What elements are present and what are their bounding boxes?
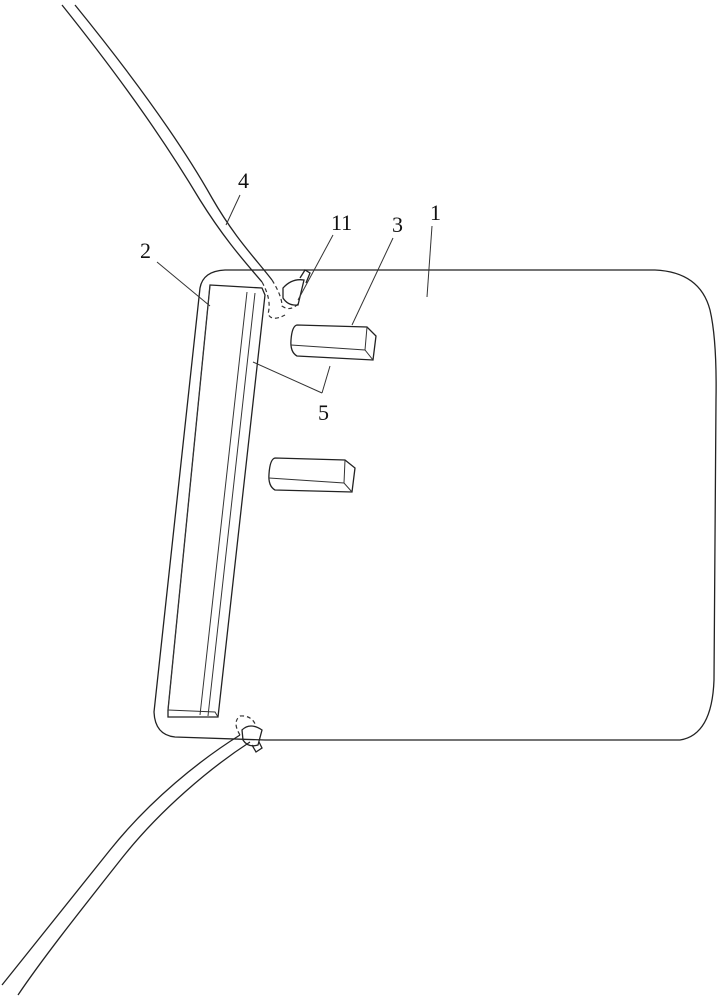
label-body: 1 [430,200,441,225]
label-clip: 11 [331,210,352,235]
rail [167,284,266,718]
label-gap: 5 [318,400,329,425]
block-top [290,324,377,361]
clip-bottom [241,725,263,753]
label-block: 3 [392,212,403,237]
label-cable: 4 [238,168,249,193]
clip-top [282,269,311,306]
label-rail: 2 [140,238,151,263]
leader-lines [156,194,433,394]
cable-top [61,4,299,319]
body-outline [153,269,717,741]
cable-bottom [1,715,257,996]
block-bottom [268,457,356,493]
